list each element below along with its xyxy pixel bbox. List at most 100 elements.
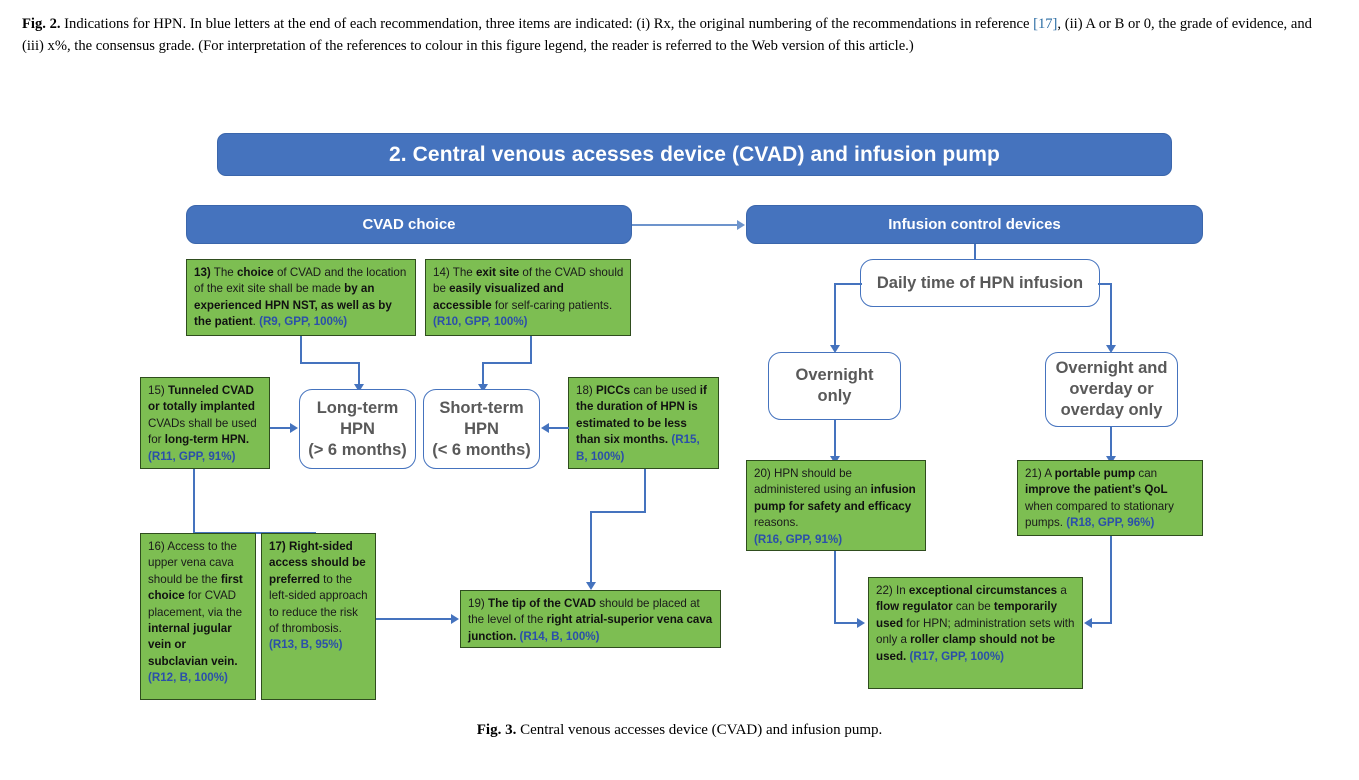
rec-22-number: 22) [876,584,893,597]
connector-18-to-shortterm [549,427,569,429]
rec-18-number: 18) [576,384,593,397]
connector-20-down [834,551,836,624]
connector-infusion-to-daily [974,244,976,260]
figure-caption-top-text-1: Indications for HPN. In blue letters at … [60,16,1034,32]
connector-13-across [300,362,360,364]
connector-14-down [530,336,532,364]
node-long-term-hpn-line-3: (> 6 months) [308,440,407,459]
arrowhead-to-overnight-only [830,345,840,353]
rec-14-body: The exit site of the CVAD should be easi… [433,266,624,312]
figure-caption-top-text-2: , (ii) A or B or 0, the grade of evidenc… [22,16,1312,54]
connector-14-across [482,362,532,364]
rec-17-code: (R13, B, 95%) [269,638,343,652]
arrowhead-longterm [354,384,364,392]
connector-17-to-19 [376,618,452,620]
connector-19-down [590,511,592,584]
rec-14: 14) The exit site of the CVAD should be … [425,259,631,336]
connector-daily-left [834,283,862,285]
figure-caption-top-label: Fig. 2. [22,16,61,32]
connector-longterm-down [358,362,360,386]
node-short-term-hpn-line-2: HPN [464,419,499,438]
node-overnight-and-overday-line-2: overday or [1069,380,1154,398]
rec-22: 22) In exceptional circumstances a flow … [868,577,1083,689]
arrowhead-shortterm [478,384,488,392]
connector-overnight-to-20 [834,420,836,458]
arrowhead-to-19 [586,582,596,590]
connector-13-down [300,336,302,364]
node-overnight-and-overday[interactable]: Overnight and overday or overday only [1045,352,1178,427]
connector-daily-right [1098,283,1112,285]
rec-19-number: 19) [468,597,485,610]
rec-13-body: The choice of CVAD and the location of t… [194,266,407,329]
header-cvad-choice[interactable]: CVAD choice [186,205,632,244]
rec-15: 15) Tunneled CVAD or totally implanted C… [140,377,270,469]
rec-17-body: Right-sided access should be preferred t… [269,540,368,636]
rec-13-number: 13) [194,266,211,279]
arrowhead-to-overnight-overday [1106,345,1116,353]
connector-shortterm-down [482,362,484,386]
rec-22-body: In exceptional circumstances a flow regu… [876,584,1075,663]
connector-15-down [193,469,195,534]
node-overnight-and-overday-line-3: overday only [1060,401,1163,419]
rec-20-body: HPN should be administered using an infu… [754,467,916,530]
arrowhead-18-to-shortterm [541,423,549,433]
rec-14-number: 14) [433,266,450,279]
diagram-title-banner: 2. Central venous acesses device (CVAD) … [217,133,1172,176]
connector-daily-right-down [1110,283,1112,347]
node-short-term-hpn-line-3: (< 6 months) [432,440,531,459]
rec-20: 20) HPN should be administered using an … [746,460,926,551]
rec-15-body: Tunneled CVAD or totally implanted CVADs… [148,384,257,447]
rec-15-code: (R11, GPP, 91%) [148,449,236,463]
node-overnight-only[interactable]: Overnight only [768,352,901,420]
rec-21-code: (R18, GPP, 96%) [1066,516,1155,530]
rec-14-code: (R10, GPP, 100%) [433,315,528,329]
rec-16-code: (R12, B, 100%) [148,671,228,685]
node-long-term-hpn-line-2: HPN [340,419,375,438]
rec-18-code: (R15, B, 100%) [576,433,700,463]
rec-21: 21) A portable pump can improve the pati… [1017,460,1203,536]
node-daily-time-of-hpn-infusion[interactable]: Daily time of HPN infusion [860,259,1100,307]
connector-18-across [590,511,646,513]
connector-headers [632,224,738,226]
rec-19-code: (R14, B, 100%) [519,629,600,643]
rec-17-number: 17) [269,540,286,553]
rec-21-number: 21) [1025,467,1042,480]
rec-19-body: The tip of the CVAD should be placed at … [468,597,713,643]
rec-18-body: PICCs can be used if the duration of HPN… [576,384,707,447]
node-long-term-hpn-line-1: Long-term [316,398,399,417]
node-overnight-and-overday-line-1: Overnight and [1055,359,1168,377]
rec-20-code: (R16, GPP, 91%) [754,532,843,546]
rec-19: 19) The tip of the CVAD should be placed… [460,590,721,648]
connector-20-to-22 [834,622,858,624]
reference-link-17[interactable]: [17] [1033,16,1058,32]
figure-caption-bottom-label: Fig. 3. [476,722,517,738]
connector-daily-left-down [834,283,836,347]
connector-18-down [644,469,646,513]
header-infusion-control-devices[interactable]: Infusion control devices [746,205,1203,244]
rec-16-number: 16) [148,540,165,553]
rec-22-code: (R17, GPP, 100%) [909,649,1005,663]
node-short-term-hpn[interactable]: Short-term HPN (< 6 months) [423,389,540,469]
rec-20-number: 20) [754,467,771,480]
flowchart-diagram: 2. Central venous acesses device (CVAD) … [0,96,1359,716]
figure-caption-bottom: Fig. 3. Central venous accesses device (… [0,722,1359,739]
arrowhead-21-to-22 [1084,618,1092,628]
connector-21-down [1110,536,1112,624]
rec-15-number: 15) [148,384,165,397]
node-overnight-only-line-2: only [817,387,852,405]
rec-13: 13) The choice of CVAD and the location … [186,259,416,336]
rec-21-body: A portable pump can improve the patient’… [1025,467,1174,530]
rec-16-body: Access to the upper vena cava should be … [148,540,243,668]
connector-15-to-longterm [270,427,291,429]
node-long-term-hpn[interactable]: Long-term HPN (> 6 months) [299,389,416,469]
node-overnight-only-line-1: Overnight [795,366,874,384]
rec-17: 17) Right-sided access should be preferr… [261,533,376,700]
node-short-term-hpn-line-1: Short-term [439,398,524,417]
rec-16: 16) Access to the upper vena cava should… [140,533,256,700]
figure-caption-top: Fig. 2. Indications for HPN. In blue let… [22,14,1334,57]
rec-18: 18) PICCs can be used if the duration of… [568,377,719,469]
rec-13-code: (R9, GPP, 100%) [259,315,348,329]
connector-overday-to-21 [1110,427,1112,458]
arrowhead-15-to-longterm [290,423,298,433]
connector-21-to-22 [1092,622,1112,624]
